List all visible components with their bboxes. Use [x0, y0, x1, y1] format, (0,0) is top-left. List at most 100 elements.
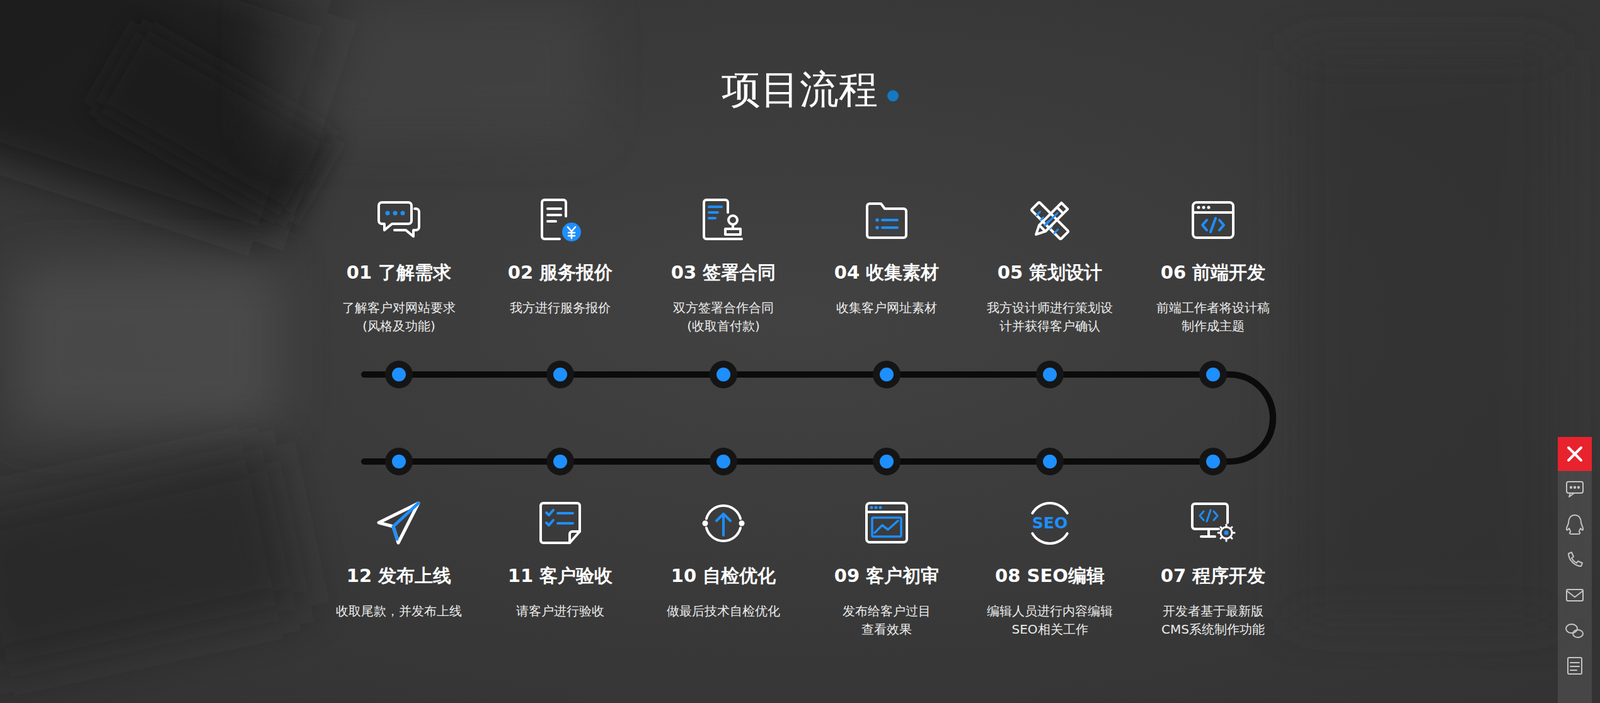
contact-sidebar [1566, 514, 1583, 534]
step-title: 03 签署合同 [671, 259, 776, 285]
contact-sidebar [1557, 436, 1592, 703]
design-icon [1032, 202, 1068, 238]
chat-icon [393, 211, 398, 216]
step-description: 发布给客户过目 查看效果 [818, 601, 955, 639]
step-title: 04 收集素材 [834, 259, 939, 285]
timeline-dots [1199, 360, 1227, 389]
frontend-icon [1207, 206, 1211, 210]
checklist-icon [540, 502, 580, 543]
process-step: 04 收集素材收集客户网址素材 [815, 192, 958, 391]
timeline-dots [385, 447, 413, 476]
timeline-dots [872, 360, 901, 389]
contact-sidebar [1557, 470, 1592, 703]
optimize-icon [702, 505, 745, 541]
process-step: 11 客户验收请客户进行验收 [489, 444, 632, 626]
timeline-connector [1121, 371, 1142, 378]
process-step: 08 SEO编辑编辑人员进行内容编辑 SEO相关工作 [978, 444, 1122, 644]
contact-sidebar [1567, 657, 1582, 674]
process-step: 05 策划设计我方设计师进行策划设 计并获得客户确认 [978, 192, 1122, 391]
timeline-connector [794, 458, 816, 465]
step-title: 09 客户初审 [834, 562, 939, 588]
frontend-icon [1192, 202, 1234, 238]
folder-icon [867, 203, 907, 238]
timeline-dots [553, 454, 568, 469]
process-step: 07 程序开发开发者基于最新版 CMS系统制作功能 [1141, 444, 1285, 644]
timeline-dots [1042, 367, 1057, 382]
timeline-dots [879, 454, 894, 469]
contact-sidebar [1566, 589, 1583, 601]
timeline-connector [470, 458, 490, 465]
folder-icon [882, 219, 898, 228]
step-description: 我方进行服务报价 [509, 298, 611, 317]
contact-sidebar [1574, 486, 1576, 488]
timeline-dots [1042, 454, 1057, 469]
timeline-dots [391, 367, 406, 382]
timeline-track [364, 374, 1273, 462]
frontend-icon [1202, 218, 1224, 232]
blurred-photo-background [1291, 50, 1557, 618]
title-dot [887, 90, 899, 102]
checklist-icon [546, 509, 554, 525]
frontend-icon [1192, 211, 1234, 214]
quote-icon [562, 222, 582, 242]
checklist-icon [569, 531, 580, 543]
contract-icon [703, 199, 742, 239]
optimize-icon [702, 520, 709, 527]
process-step: 03 签署合同双方签署合作合同 (收取首付款) [652, 192, 795, 391]
step-description: 做最后技术自检优化 [666, 601, 781, 621]
frontend-icon [1197, 206, 1201, 210]
timeline-dots [1199, 447, 1227, 476]
chat-icon [400, 211, 406, 216]
review-icon [874, 520, 898, 533]
step-title: 08 SEO编辑 [995, 562, 1105, 588]
seo-icon [1032, 533, 1067, 544]
checklist-icon [557, 512, 573, 524]
contact-sidebar [1568, 447, 1582, 461]
review-icon [866, 502, 907, 542]
quote-icon [567, 226, 576, 239]
diagram-title: 项目流程 [721, 64, 878, 115]
seo-icon [1032, 502, 1067, 513]
design-icon [1032, 202, 1068, 238]
program-icon [1199, 509, 1218, 522]
timeline-dots [546, 447, 575, 476]
contact-sidebar [1568, 552, 1583, 566]
program-icon [1224, 530, 1229, 536]
timeline-connector [631, 458, 653, 465]
program-icon [1192, 503, 1228, 529]
timeline-dots [716, 454, 731, 469]
timeline-dots [1206, 367, 1221, 382]
process-step: 09 客户初审发布给客户过目 查看效果 [815, 444, 958, 644]
step-description: 收集客户网址素材 [836, 298, 938, 317]
step-title: 05 策划设计 [997, 259, 1103, 285]
step-title: 12 发布上线 [346, 562, 452, 588]
icon-text: SEO [1032, 512, 1068, 534]
process-step: 02 服务报价我方进行服务报价 [489, 192, 632, 391]
contact-sidebar [1557, 436, 1592, 471]
step-title: 07 程序开发 [1160, 562, 1266, 588]
timeline-connector [957, 371, 979, 378]
timeline-dots [385, 360, 413, 389]
process-step: 06 前端开发前端工作者将设计稿 制作成主题 [1141, 192, 1285, 391]
design-icon [1044, 212, 1058, 226]
program-icon [1218, 524, 1235, 541]
folder-icon [875, 225, 880, 230]
timeline-connector [1121, 458, 1142, 465]
step-title: 01 了解需求 [346, 259, 452, 285]
blurred-photo-background [0, 446, 304, 675]
step-description: 编辑人员进行内容编辑 SEO相关工作 [981, 601, 1118, 639]
timeline-dots [385, 360, 1227, 476]
frontend-icon [1202, 206, 1206, 210]
timeline-connector [470, 371, 490, 378]
timeline-dots [1206, 454, 1221, 469]
blurred-photo-background [264, 0, 593, 139]
review-icon [879, 506, 883, 510]
timeline-connector [631, 371, 653, 378]
contact-sidebar [1566, 481, 1583, 493]
chat-icon [378, 202, 420, 237]
step-title: 06 前端开发 [1160, 259, 1266, 285]
timeline-dots [391, 454, 406, 469]
design-icon [1030, 201, 1069, 239]
